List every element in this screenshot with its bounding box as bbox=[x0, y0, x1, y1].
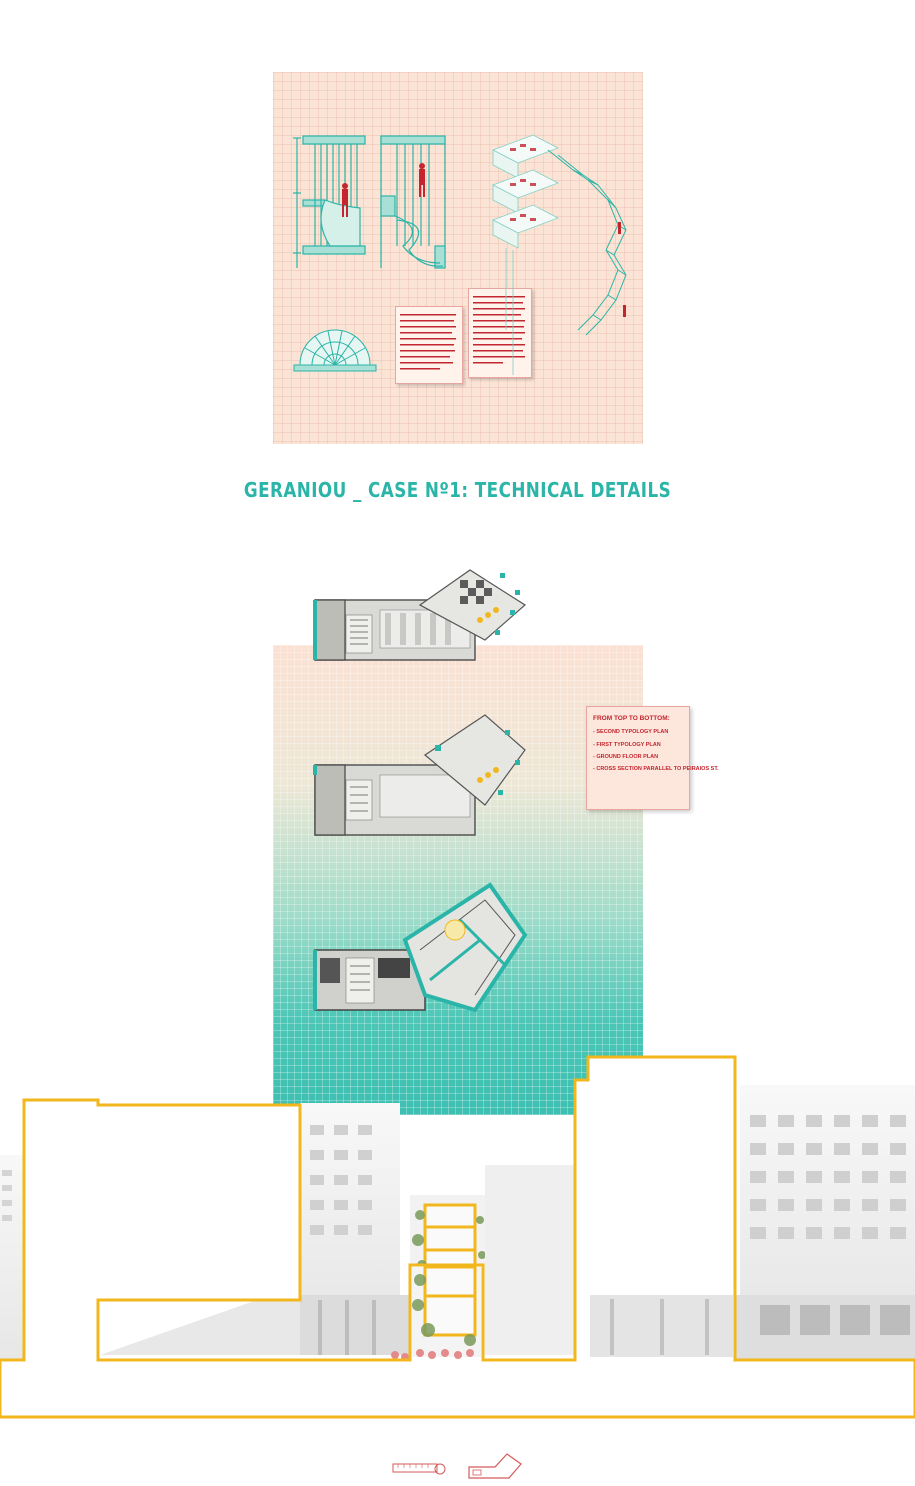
plans-backdrop-panel bbox=[273, 645, 643, 1115]
stair-section-drawings bbox=[293, 135, 446, 269]
ground-floor-plan bbox=[313, 882, 528, 1013]
cross-section-drawing bbox=[0, 1055, 915, 1419]
second-typology-plan bbox=[313, 569, 526, 661]
legend-heading: FROM TOP TO BOTTOM: bbox=[593, 715, 670, 722]
legend-item: - SECOND TYPOLOGY PLAN bbox=[593, 729, 669, 736]
legend-item: - GROUND FLOOR PLAN bbox=[593, 753, 659, 760]
stair-detail-panel bbox=[273, 72, 643, 444]
legend-item: - CROSS SECTION PARALLEL TO PEIRAIOS ST. bbox=[593, 765, 719, 772]
tape-measure-icon bbox=[392, 1463, 446, 1475]
first-typology-plan bbox=[313, 714, 526, 836]
stair-plan-drawing bbox=[293, 329, 377, 372]
site-outline-icon bbox=[468, 1453, 522, 1479]
note-text-lines-left bbox=[400, 314, 456, 370]
note-text-lines-right bbox=[473, 296, 525, 364]
plan-order-legend: FROM TOP TO BOTTOM: - SECOND TYPOLOGY PL… bbox=[586, 706, 719, 810]
page-title: GERANIOU _ CASE Nº1: TECHNICAL DETAILS bbox=[243, 478, 672, 502]
axonometric-stair-drawing bbox=[492, 134, 627, 375]
legend-item: - FIRST TYPOLOGY PLAN bbox=[593, 741, 661, 748]
